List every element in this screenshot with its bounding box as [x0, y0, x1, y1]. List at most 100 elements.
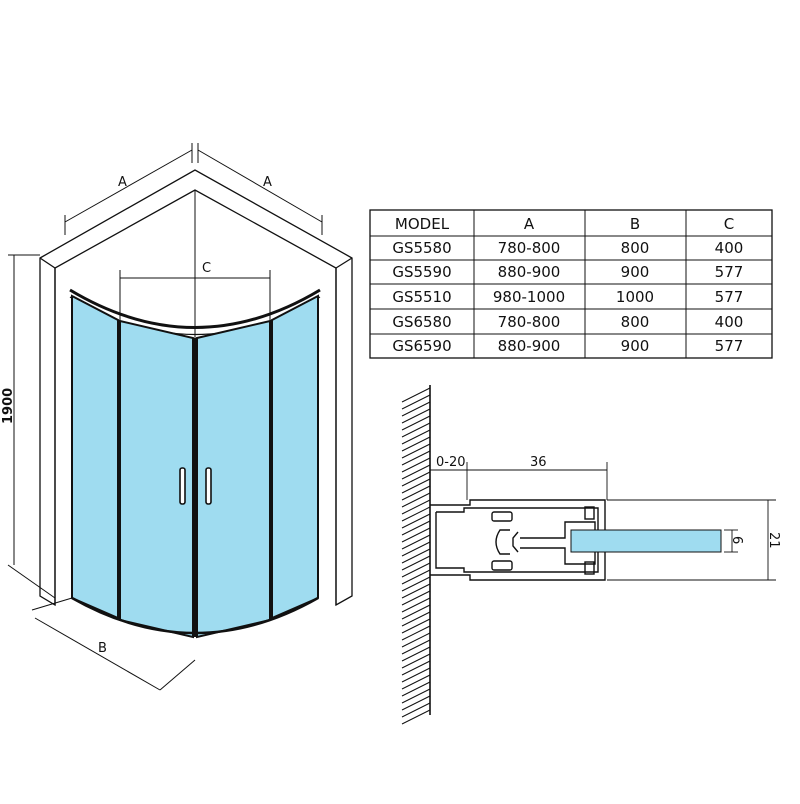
glass-door-left — [119, 319, 194, 639]
table-cell: 400 — [715, 239, 744, 257]
hatch-line — [401, 492, 431, 508]
hatch-line — [401, 562, 431, 578]
hatch-line — [401, 527, 431, 543]
dim-a-left — [64, 143, 193, 235]
table-cell: 780-800 — [498, 239, 561, 257]
table-cell: GS5590 — [392, 263, 451, 281]
hatch-line — [401, 415, 431, 431]
glass-panel-right-fixed — [271, 294, 319, 620]
table-cell: 800 — [621, 239, 650, 257]
table-cell: 577 — [715, 288, 744, 306]
dim-a-left-label: A — [118, 175, 127, 190]
hatch-line — [401, 408, 431, 424]
hatch-line — [401, 464, 431, 480]
hatch-line — [401, 541, 431, 557]
hatch-line — [401, 576, 431, 592]
hatch-line — [401, 625, 431, 641]
dim-height-label: 1900 — [1, 388, 16, 424]
hatch-line — [401, 436, 431, 452]
table-header-cell: C — [724, 215, 734, 233]
hatch-line — [401, 471, 431, 487]
hatch-line — [401, 667, 431, 683]
hatch-line — [401, 590, 431, 606]
glass-panel-left-fixed — [71, 294, 119, 620]
hatch-line — [401, 534, 431, 550]
hatch-line — [401, 688, 431, 704]
wall-section — [401, 385, 431, 725]
hatch-line — [401, 681, 431, 697]
table-cell: GS5510 — [392, 288, 451, 306]
top-frame-arc — [69, 288, 321, 329]
profile-detail — [401, 385, 776, 725]
hatch-line — [401, 548, 431, 564]
hatch-line — [401, 401, 431, 417]
hatch-line — [401, 450, 431, 466]
hatch-line — [401, 443, 431, 459]
table-cell: GS6580 — [392, 313, 451, 331]
table-cell: GS5580 — [392, 239, 451, 257]
table-cell: 880-900 — [498, 337, 561, 355]
glass-panels — [71, 294, 319, 639]
table-cell: 577 — [715, 263, 744, 281]
hatch-line — [401, 632, 431, 648]
profile-width-label: 36 — [530, 455, 547, 470]
profile-glass-label: 6 — [729, 536, 744, 544]
table-cell: 900 — [621, 263, 650, 281]
hatch-line — [401, 485, 431, 501]
table-header-cell: MODEL — [395, 215, 450, 233]
door-handles — [179, 467, 212, 505]
dim-a-right — [197, 143, 323, 235]
hatch-line — [401, 555, 431, 571]
hatch-line — [401, 597, 431, 613]
hatch-line — [401, 513, 431, 529]
glass-section — [570, 529, 722, 553]
table-cell: 1000 — [616, 288, 654, 306]
hatch-line — [401, 583, 431, 599]
table-cell: 980-1000 — [493, 288, 565, 306]
hatch-line — [401, 639, 431, 655]
hatch-line — [401, 653, 431, 669]
dim-c-label: C — [202, 261, 211, 276]
hatch-line — [401, 604, 431, 620]
hatch-line — [401, 674, 431, 690]
table-cell: 880-900 — [498, 263, 561, 281]
table-cell: 800 — [621, 313, 650, 331]
hatch-line — [401, 618, 431, 634]
dim-b-label: B — [98, 641, 107, 656]
hatch-line — [401, 394, 431, 410]
hatch-line — [401, 646, 431, 662]
dim-b — [31, 597, 196, 691]
table-cell: 400 — [715, 313, 744, 331]
table-cell: 900 — [621, 337, 650, 355]
hatch-line — [401, 702, 431, 718]
dim-c — [119, 270, 271, 320]
hatch-line — [401, 695, 431, 711]
profile-height-label: 21 — [766, 532, 781, 549]
profile-gap-label: 0-20 — [436, 455, 466, 470]
hatch-line — [401, 709, 431, 725]
hatch-line — [401, 499, 431, 515]
handle-left — [179, 467, 186, 505]
table-cell: GS6590 — [392, 337, 451, 355]
bottom-frame-arc — [71, 596, 319, 635]
shower-enclosure — [7, 143, 353, 691]
table-header-cell: A — [524, 215, 535, 233]
hatch-line — [401, 611, 431, 627]
hatch-line — [401, 506, 431, 522]
profile-dimensions — [429, 462, 776, 581]
hatch-line — [401, 457, 431, 473]
dim-height — [7, 254, 56, 599]
hatch-line — [401, 478, 431, 494]
table-header-cell: B — [630, 215, 640, 233]
hatch-line — [401, 387, 431, 403]
table-cell: 577 — [715, 337, 744, 355]
hatch-line — [401, 660, 431, 676]
hatch-line — [401, 569, 431, 585]
hatch-line — [401, 520, 431, 536]
table-cell: 780-800 — [498, 313, 561, 331]
dim-a-right-label: A — [263, 175, 272, 190]
handle-right — [205, 467, 212, 505]
